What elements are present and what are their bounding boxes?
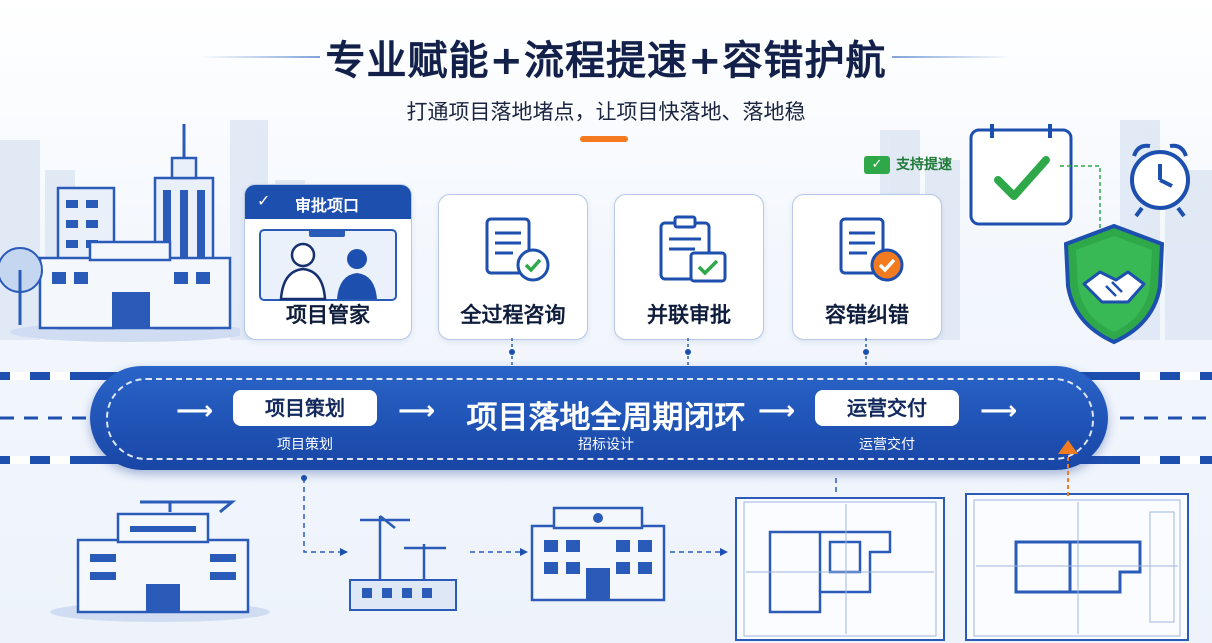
card-project-manager[interactable]: ✓ 审批项口 项目管家 <box>244 184 412 340</box>
page-title: 专业赋能+流程提速+容错护航 <box>325 38 887 84</box>
arrow-right-icon: ⟶ <box>176 396 214 426</box>
lifecycle-loop-subtitle: 招标设计 <box>578 437 634 453</box>
card-parallel-approval[interactable]: 并联审批 <box>614 194 764 340</box>
office-building-illustration <box>0 124 240 342</box>
construction-flow-illustration <box>50 475 1189 641</box>
document-warning-icon <box>839 217 904 282</box>
people-icon <box>259 229 397 301</box>
card-parallel-approval-label: 并联审批 <box>647 303 731 327</box>
check-icon: ✓ <box>257 191 271 210</box>
arrow-right-icon: ⟶ <box>398 396 436 426</box>
chip-project-planning[interactable]: 项目策划 <box>233 390 377 426</box>
check-badge-icon: ✓ <box>864 156 890 174</box>
arrow-right-icon: ⟶ <box>980 396 1018 426</box>
calendar-check-icon <box>969 124 1073 226</box>
support-speed-badge: ✓ 支持提速 <box>864 154 952 176</box>
lifecycle-loop-title: 项目落地全周期闭环 <box>466 400 746 436</box>
clipboard-check-icon <box>659 215 727 283</box>
card-connectors <box>509 338 869 366</box>
arrow-right-icon: ⟶ <box>758 396 796 426</box>
lifecycle-loop-dashed-border <box>106 378 1094 460</box>
alarm-clock-icon <box>1130 143 1190 218</box>
title-rule-left <box>200 56 320 58</box>
card-error-tolerance-label: 容错纠错 <box>825 303 909 327</box>
card-project-manager-header: ✓ 审批项口 <box>245 185 411 219</box>
card-consulting[interactable]: 全过程咨询 <box>438 194 588 340</box>
chip-operation-delivery[interactable]: 运营交付 <box>815 390 959 426</box>
card-project-manager-label: 项目管家 <box>286 303 370 327</box>
page-subtitle: 打通项目落地堵点，让项目快落地、落地稳 <box>406 100 806 124</box>
document-check-icon <box>485 217 550 282</box>
card-project-manager-tag: 审批项口 <box>295 196 360 215</box>
accent-bar <box>580 136 628 142</box>
chip-operation-delivery-sub: 运营交付 <box>859 437 915 453</box>
arrow-up-icon <box>1058 440 1078 496</box>
support-speed-label: 支持提速 <box>896 157 952 173</box>
card-consulting-label: 全过程咨询 <box>460 303 566 327</box>
card-error-tolerance[interactable]: 容错纠错 <box>792 194 942 340</box>
chip-project-planning-sub: 项目策划 <box>277 437 333 453</box>
handshake-shield-icon <box>1063 223 1165 345</box>
